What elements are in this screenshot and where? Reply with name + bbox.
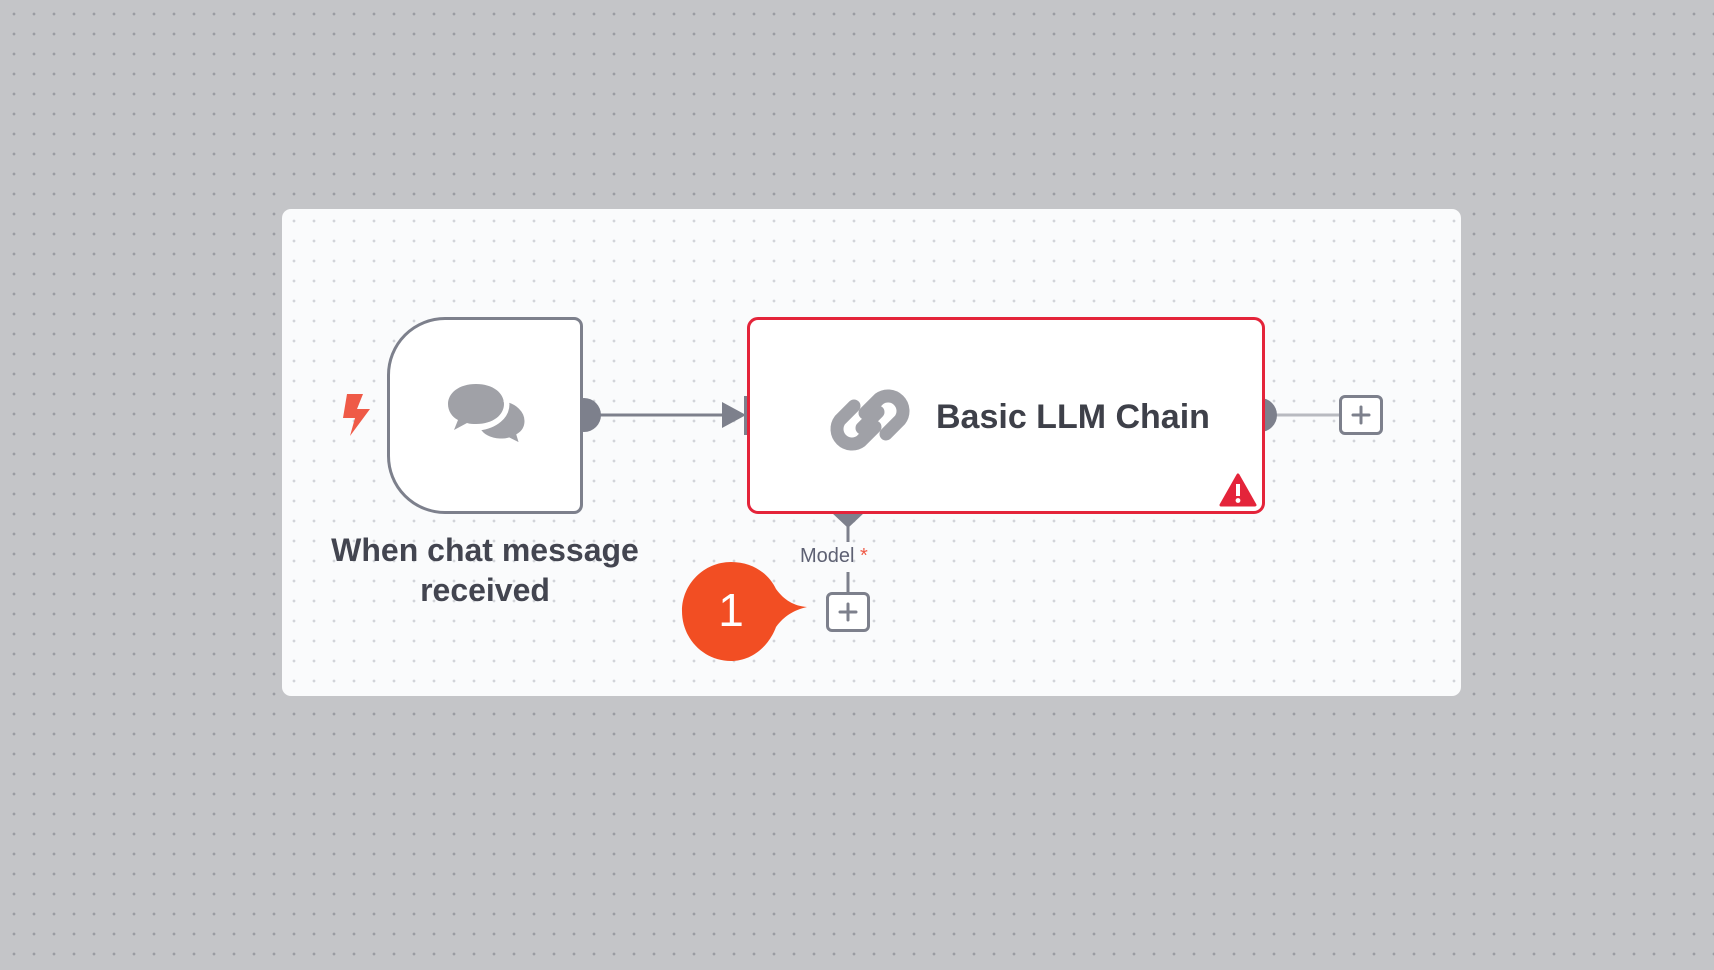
chat-trigger-label: When chat message received — [331, 532, 639, 608]
chat-trigger-node[interactable] — [387, 317, 583, 514]
model-connector-label: Model * — [800, 545, 868, 568]
step-number: 1 — [718, 584, 744, 636]
connection-arrowhead — [722, 402, 746, 428]
warning-icon[interactable] — [1219, 473, 1257, 512]
lightning-bolt-icon — [338, 391, 374, 444]
step-marker-badge: 1 — [681, 560, 807, 664]
add-next-node-button[interactable] — [1339, 395, 1383, 435]
model-label-text: Model — [800, 545, 855, 567]
add-model-button[interactable] — [826, 592, 870, 632]
chain-node-title: Basic LLM Chain — [936, 398, 1210, 436]
link-icon — [825, 375, 915, 470]
basic-llm-chain-node[interactable]: Basic LLM Chain — [747, 317, 1265, 514]
required-asterisk: * — [860, 545, 868, 567]
